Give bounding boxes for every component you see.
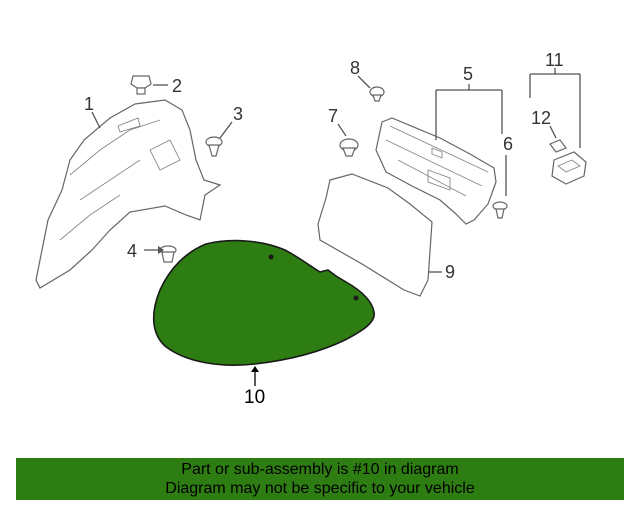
callout-6: 6 xyxy=(503,134,513,154)
part-7-clip[interactable] xyxy=(339,138,359,157)
part-3-fastener[interactable] xyxy=(205,136,223,157)
callout-12: 12 xyxy=(531,108,551,128)
arrow-10 xyxy=(251,366,259,372)
part-6-screw[interactable] xyxy=(492,201,508,219)
part-2-clip[interactable] xyxy=(130,75,152,95)
arrow-4 xyxy=(158,246,164,254)
leader-3 xyxy=(219,121,233,139)
callout-8: 8 xyxy=(350,58,360,78)
banner-line-1: Part or sub-assembly is #10 in diagram xyxy=(181,461,459,478)
leader-12 xyxy=(549,125,557,139)
callout-11: 11 xyxy=(545,50,564,70)
callout-2: 2 xyxy=(172,76,182,96)
part-12-bulb[interactable] xyxy=(549,139,567,153)
leader-1 xyxy=(91,111,101,129)
banner-line-2: Diagram may not be specific to your vehi… xyxy=(165,480,475,497)
info-banner: Part or sub-assembly is #10 in diagram D… xyxy=(16,458,624,500)
part-8-clip[interactable] xyxy=(369,86,385,102)
callout-9: 9 xyxy=(445,262,455,282)
callout-10: 10 xyxy=(244,387,265,408)
leader-8 xyxy=(357,75,371,89)
callout-5: 5 xyxy=(463,64,473,84)
callout-3: 3 xyxy=(233,104,243,124)
leader-7 xyxy=(337,123,347,137)
callout-1: 1 xyxy=(84,94,94,114)
part-11-lamp-assembly[interactable] xyxy=(551,151,587,185)
callout-4: 4 xyxy=(127,241,137,261)
parts-diagram: 1 2 3 4 10 9 5 xyxy=(35,50,587,408)
part-5-sill-trim[interactable] xyxy=(375,117,497,225)
part-10-floor-mat[interactable] xyxy=(152,239,375,366)
part-9-cover-board[interactable] xyxy=(317,173,433,297)
floor-mat-shape[interactable] xyxy=(152,239,375,366)
part-4-grommet[interactable] xyxy=(159,245,177,263)
part-1-quarter-trim[interactable] xyxy=(35,99,222,289)
callout-7: 7 xyxy=(328,106,338,126)
